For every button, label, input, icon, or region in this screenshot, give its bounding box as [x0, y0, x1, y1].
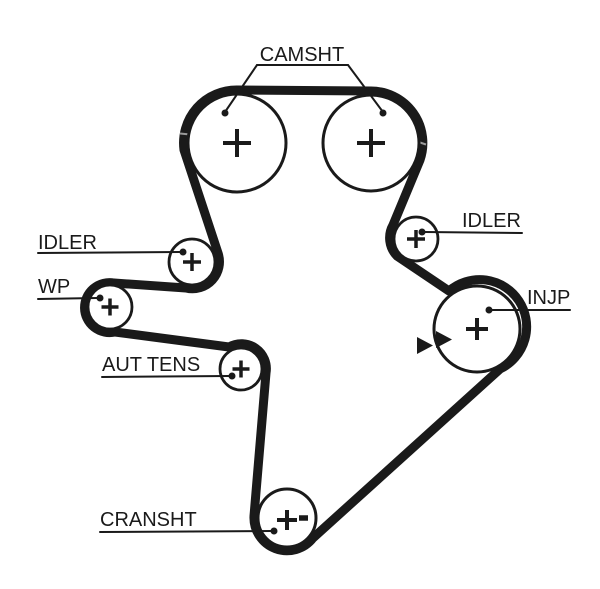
belt-direction-arrow-1: [436, 331, 452, 348]
leader-dot-camsht: [221, 109, 229, 117]
leader-line-camsht: [224, 64, 258, 113]
leader-line-cransht: [99, 530, 272, 533]
label-idler-left: IDLER: [38, 232, 97, 254]
label-idler-right: IDLER: [462, 210, 521, 232]
leader-dot-injp: [485, 306, 493, 314]
leader-dot-camsht: [379, 109, 387, 117]
leader-dot-idler-right: [418, 228, 426, 236]
leader-line-wp: [37, 297, 98, 300]
label-camsht: CAMSHT: [260, 44, 344, 66]
label-cransht: CRANSHT: [100, 509, 197, 531]
label-aut-tens: AUT TENS: [102, 354, 200, 376]
label-injp: INJP: [527, 287, 570, 309]
leader-dot-idler-left: [179, 248, 187, 256]
leader-line-idler-left: [37, 251, 181, 254]
leader-line-aut-tens: [101, 375, 230, 378]
timing-belt: [80, 85, 532, 556]
leader-dot-cransht: [270, 527, 278, 535]
label-wp: WP: [38, 276, 70, 298]
leader-line-idler-right: [424, 231, 523, 234]
leader-line-camsht: [347, 64, 384, 113]
leader-dot-wp: [96, 294, 104, 302]
leader-dot-aut-tens: [228, 372, 236, 380]
belt-direction-arrow-2: [417, 337, 433, 354]
